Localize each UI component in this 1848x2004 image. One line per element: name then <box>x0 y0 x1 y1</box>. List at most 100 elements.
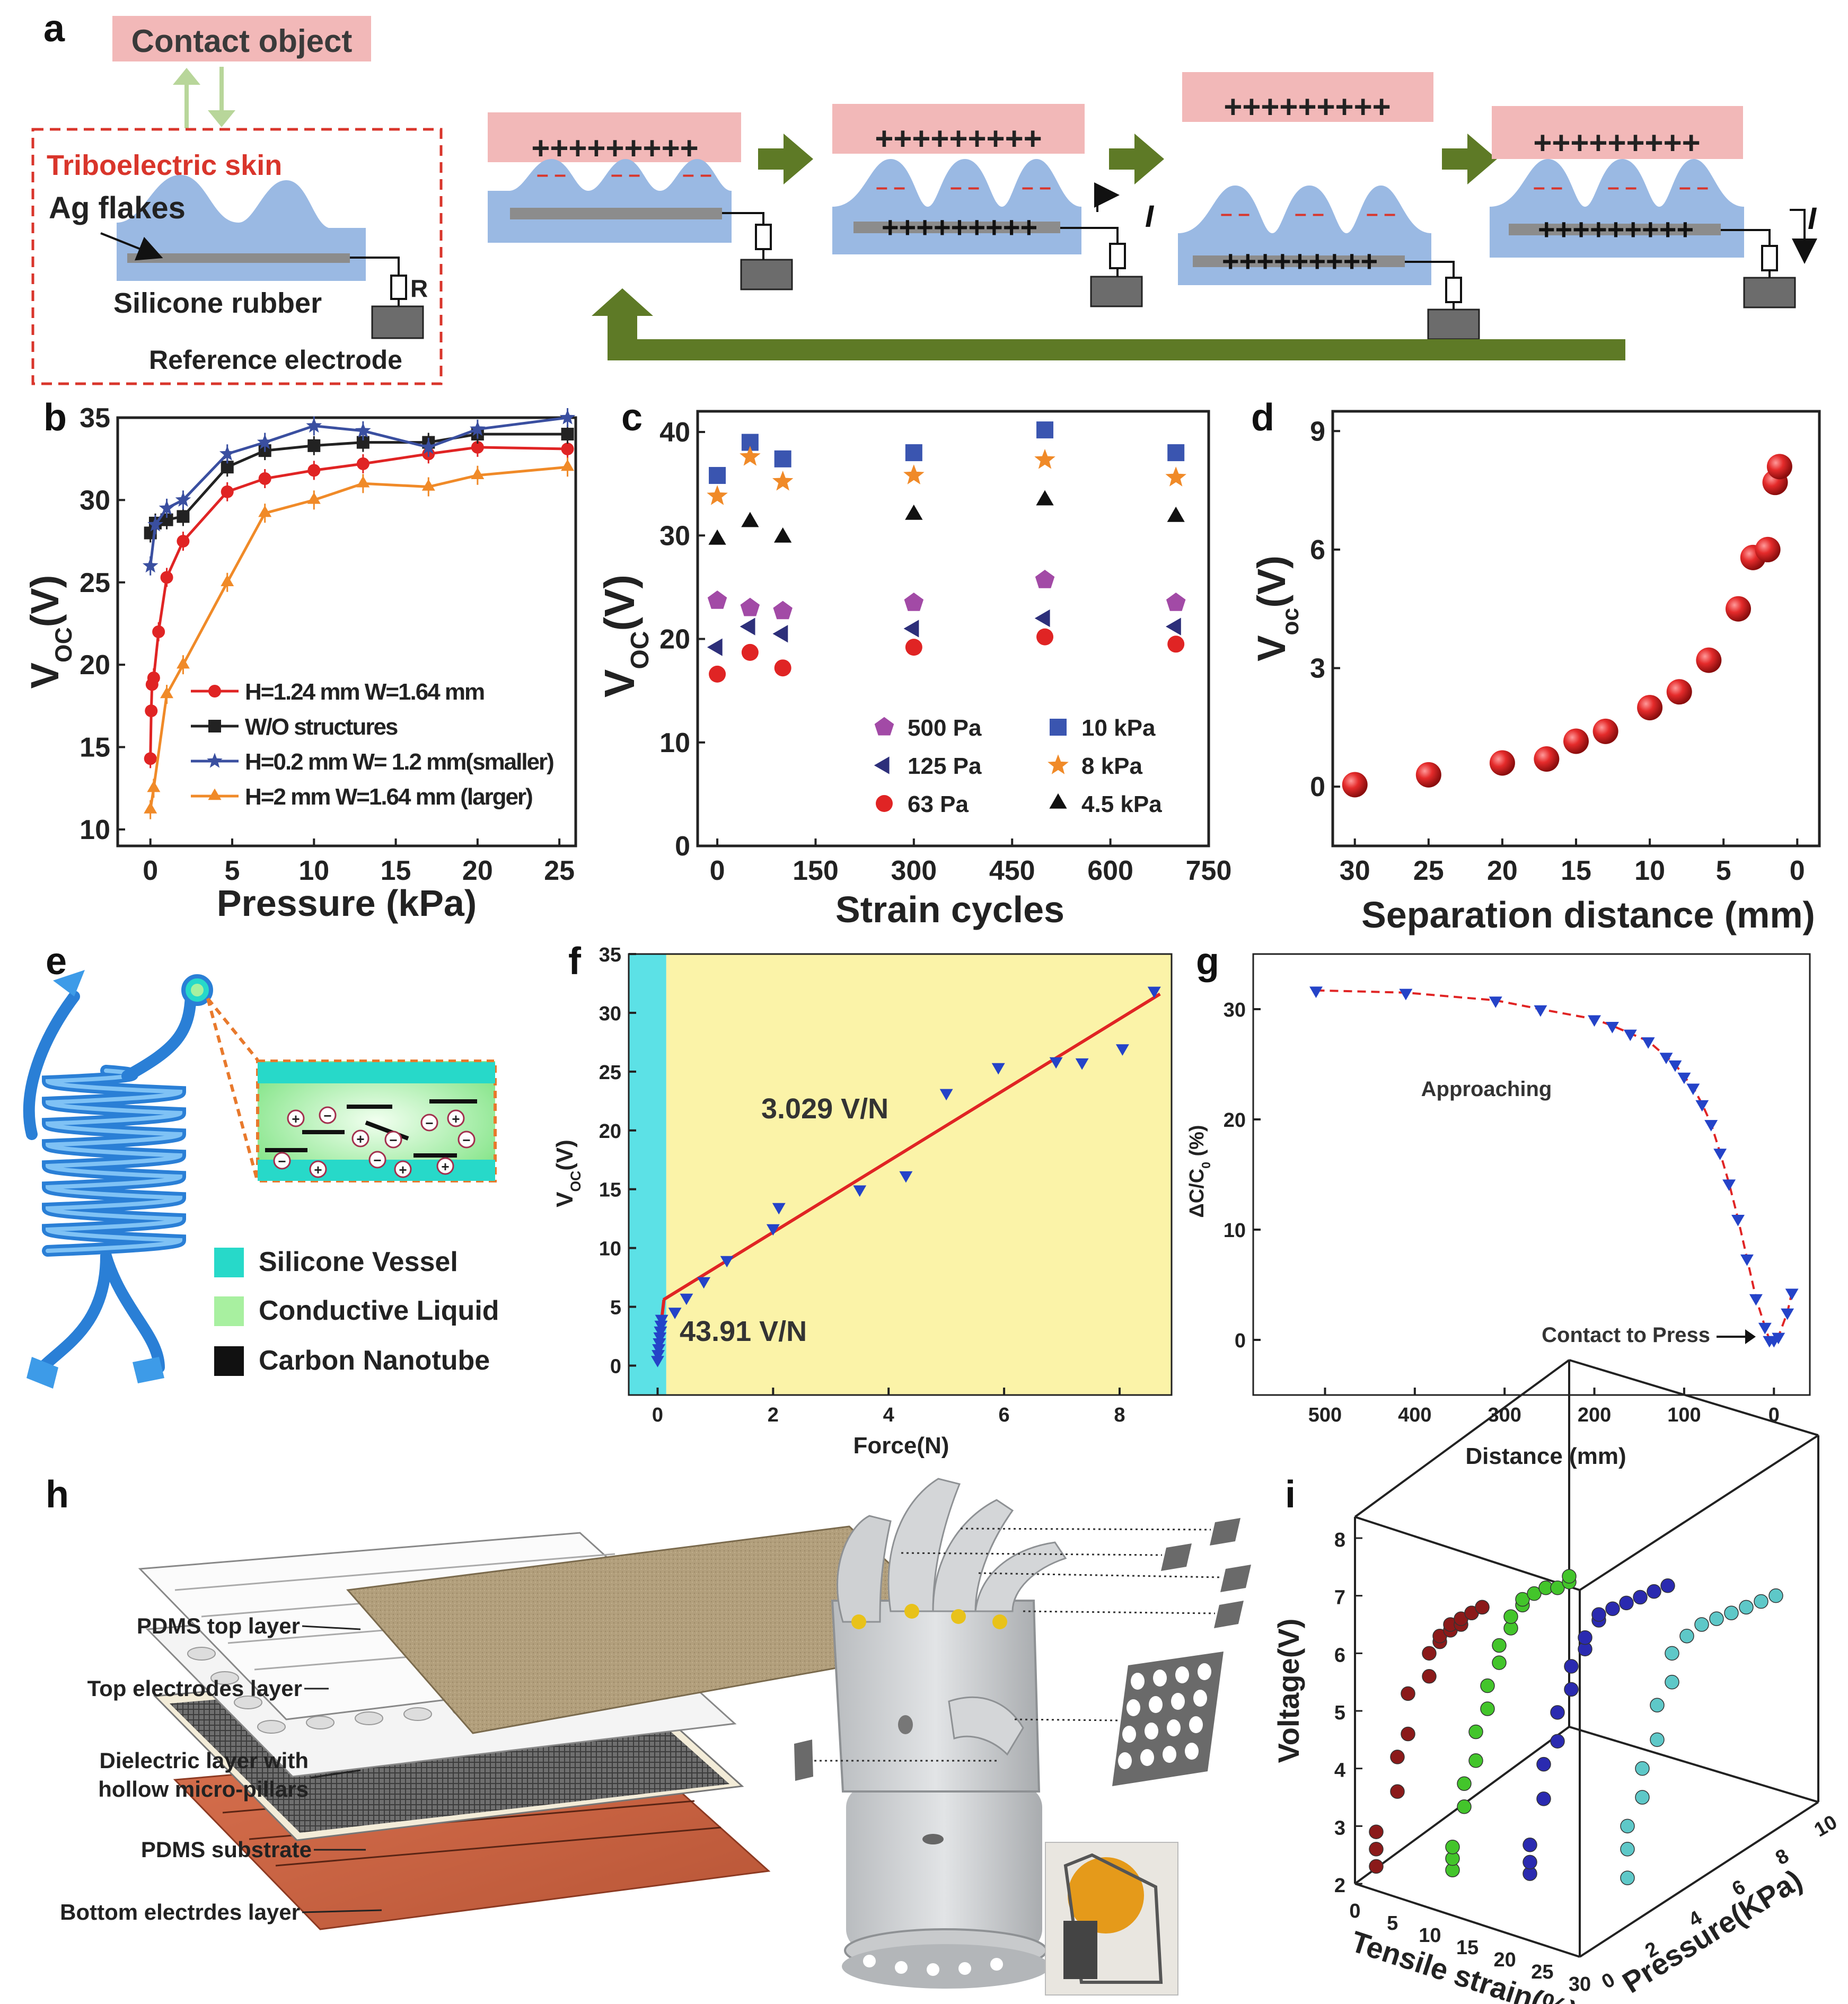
svg-text:+++++++++: +++++++++ <box>1222 244 1378 278</box>
data-point <box>1637 695 1663 721</box>
x-tick-label: 10 <box>1634 855 1665 886</box>
x-tick-label: 30 <box>1340 855 1370 886</box>
contact-annotation: Contact to Press <box>1542 1323 1710 1347</box>
data-point <box>1422 1669 1437 1684</box>
pillar-icon <box>187 1647 216 1661</box>
data-point <box>905 505 923 520</box>
data-point <box>1766 454 1792 480</box>
arrow-right-icon <box>1442 134 1497 184</box>
x-tick-label: 4 <box>883 1404 894 1426</box>
slope-annotation-low: 43.91 V/N <box>680 1316 807 1347</box>
z-tick-label: 2 <box>1334 1875 1345 1897</box>
data-point <box>1659 1053 1673 1064</box>
y-tick-label: 35 <box>80 403 110 434</box>
legend-label: 4.5 kPa <box>1081 791 1162 817</box>
data-point <box>1036 628 1054 646</box>
data-point <box>1564 1659 1579 1674</box>
data-point <box>874 756 890 774</box>
data-point <box>774 450 791 467</box>
data-point <box>1167 635 1185 653</box>
svg-text:– –: – – <box>950 175 980 199</box>
data-point <box>1369 1824 1384 1839</box>
data-point <box>208 720 221 732</box>
data-point <box>876 795 893 812</box>
pillar-icon <box>234 1696 262 1709</box>
panel-label-h: h <box>46 1473 69 1516</box>
x-tick-label: 5 <box>225 855 240 886</box>
data-point <box>1665 1646 1679 1661</box>
data-point <box>1578 1630 1592 1645</box>
data-point <box>905 639 922 656</box>
svg-text:– –: – – <box>1022 175 1051 199</box>
data-point <box>1034 449 1055 469</box>
pillar-icon <box>355 1711 383 1725</box>
data-point <box>1731 1215 1745 1226</box>
panel-e: +−+−−+−+−++− Silicone Vessel Conductive … <box>23 970 499 1389</box>
x-axis-label: Distance (mm) <box>1465 1443 1626 1469</box>
svg-text:– –: – – <box>1220 202 1250 225</box>
data-point <box>1620 1870 1635 1885</box>
layer-label-top-electrodes: Top electrodes layer <box>87 1676 302 1701</box>
data-point <box>652 1344 666 1356</box>
trend-line <box>1316 989 1793 1341</box>
reference-electrode-label: Reference electrode <box>149 345 402 375</box>
legend-swatch-nanotube <box>214 1346 244 1376</box>
x-tick-label: 20 <box>1494 1949 1516 1971</box>
data-point <box>668 1308 682 1319</box>
svg-text:+++++++++: +++++++++ <box>882 210 1037 244</box>
data-point <box>1635 1761 1650 1776</box>
data-point <box>1369 1859 1384 1874</box>
patch-hole <box>1175 1666 1189 1683</box>
data-point <box>773 601 793 620</box>
carbon-nanotubes <box>265 1099 477 1158</box>
data-point <box>740 446 761 466</box>
panel-h: PDMS top layer Top electrodes layer Diel… <box>60 1478 1251 1996</box>
data-point <box>1401 1726 1415 1742</box>
y-tick-label: 15 <box>599 1179 621 1202</box>
data-point <box>772 625 788 643</box>
svg-text:– –: – – <box>1295 202 1324 225</box>
y-tick-label: 20 <box>599 1120 621 1143</box>
data-point <box>1369 1842 1384 1857</box>
fit-line <box>662 992 1161 1301</box>
data-point <box>1523 1838 1537 1852</box>
stage-2: +++++++++ – – – – – – +++++++++ I <box>832 104 1155 307</box>
data-point <box>1749 1294 1763 1306</box>
ion-icon <box>351 1129 369 1147</box>
patch-hole <box>1193 1690 1207 1707</box>
patch-hole <box>1189 1716 1203 1733</box>
contact-object-label: Contact object <box>131 23 353 59</box>
y-tick-label: 10 <box>1224 1220 1246 1242</box>
data-point <box>1534 746 1560 772</box>
x-tick-label: 10 <box>1419 1924 1441 1947</box>
ion-sign: + <box>399 1162 407 1178</box>
data-point <box>208 788 222 800</box>
data-point <box>903 464 925 484</box>
legend-swatch-liquid <box>214 1296 244 1326</box>
data-point <box>1489 996 1502 1008</box>
data-point <box>709 467 726 484</box>
vessel-top-wall <box>258 1062 495 1083</box>
axis-box-line <box>1579 1434 1819 1591</box>
svg-text:+++++++++: +++++++++ <box>875 121 1042 156</box>
data-point <box>1781 1308 1794 1320</box>
data-point <box>654 1320 668 1332</box>
data-point <box>697 1277 711 1289</box>
axis-box-line <box>1569 1726 1819 1803</box>
x-tick-label: 0 <box>143 855 158 886</box>
slope-annotation-high: 3.029 V/N <box>761 1093 888 1125</box>
svg-text:– –: – – <box>611 163 640 186</box>
ion-icon <box>384 1131 402 1149</box>
legend-label: 8 kPa <box>1081 753 1143 779</box>
svg-text:I: I <box>1808 201 1817 236</box>
ion-sign: − <box>373 1152 381 1168</box>
x-tick-label: 25 <box>1531 1961 1553 1983</box>
data-point <box>905 444 922 462</box>
data-point <box>1468 1753 1483 1768</box>
x-axis-label: Pressure (kPa) <box>217 882 477 924</box>
data-point <box>1758 1322 1772 1335</box>
data-point <box>707 590 727 609</box>
ion-icon <box>447 1109 465 1127</box>
y-tick-label: 20 <box>659 624 690 655</box>
